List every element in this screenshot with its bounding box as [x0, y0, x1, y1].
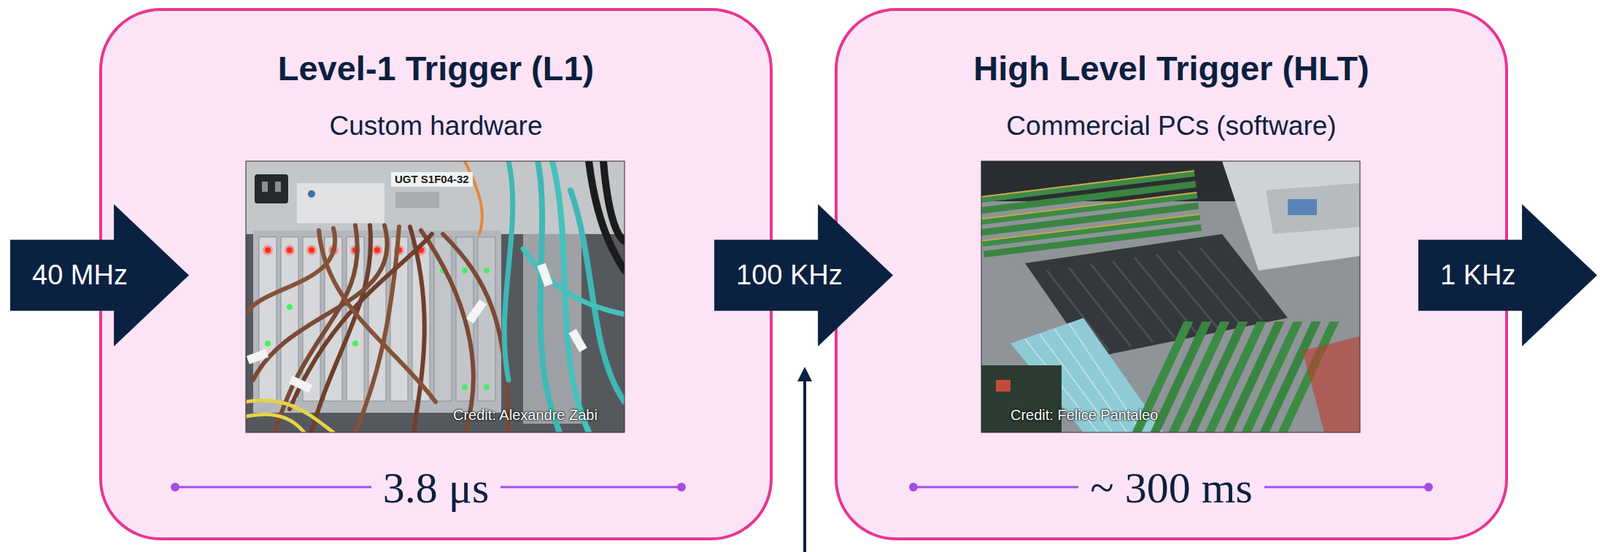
hardware-photo — [264, 340, 271, 347]
hardware-photo — [504, 161, 513, 381]
box-fill — [100, 9, 772, 540]
hardware-photo — [296, 183, 385, 224]
rate-arrow: 100 KHz — [714, 204, 894, 347]
server-photo — [981, 169, 1195, 199]
server-photo — [1090, 264, 1153, 343]
sticker-text: UGT S1F04-32 — [391, 172, 473, 187]
hardware-photo — [245, 161, 625, 433]
hardware-photo — [275, 225, 358, 433]
hardware-photo — [374, 247, 381, 254]
box-fill — [836, 9, 1507, 540]
hardware-photo — [245, 161, 625, 433]
rate-arrow: 40 MHz — [10, 204, 189, 347]
hardware-photo — [483, 267, 490, 274]
hardware-photo — [288, 375, 313, 394]
hardware-photo — [246, 349, 269, 365]
hardware-photo — [286, 304, 293, 311]
hardware-photo — [477, 237, 496, 402]
latency-bar — [170, 482, 180, 492]
server-photo — [995, 380, 1011, 392]
hardware-photo — [311, 225, 371, 433]
hardware-photo — [355, 226, 400, 433]
rate-label: 1 KHz — [1440, 259, 1516, 293]
hardware-photo — [245, 400, 334, 433]
hardware-photo — [245, 161, 625, 433]
rate-label: 40 MHz — [32, 259, 128, 293]
hardware-photo — [245, 161, 625, 235]
hardware-photo — [603, 161, 625, 242]
hardware-photo — [537, 161, 560, 433]
latency-bar — [1424, 482, 1433, 492]
trigger-stage-box: High Level Trigger (HLT) Commercial PCs (… — [834, 8, 1509, 541]
hardware-photo — [395, 191, 440, 208]
photo-credit: Credit: Felice Pantaleo — [1010, 406, 1158, 424]
pointer-arrow — [797, 366, 813, 552]
server-photo — [1129, 321, 1340, 433]
server-photo — [1178, 250, 1241, 325]
hardware-photo — [461, 267, 468, 274]
box-title: Level-1 Trigger (L1) — [277, 48, 595, 90]
hardware-photo — [308, 247, 315, 254]
latency-bar — [677, 482, 686, 492]
server-photo — [1112, 261, 1175, 338]
hardware-photo — [261, 181, 268, 192]
hardware-photo — [536, 263, 554, 287]
hardware-photo — [410, 226, 425, 433]
trigger-stage-box: Level-1 Trigger (L1) Custom hardware 3.8 μ… — [99, 8, 773, 541]
hardware-photo — [352, 340, 359, 347]
hardware-photo — [262, 245, 273, 256]
server-photo — [1265, 183, 1360, 235]
pointer-arrow — [803, 377, 807, 552]
server-photo — [1302, 336, 1360, 433]
hardware-photo — [442, 234, 509, 433]
server-photo — [981, 161, 1360, 433]
hardware-photo — [245, 414, 305, 433]
hardware-photo — [245, 161, 625, 433]
rate-label: 100 KHz — [736, 259, 843, 293]
hardware-photo — [275, 181, 281, 192]
server-photo — [1287, 199, 1317, 216]
box-title: High Level Trigger (HLT) — [973, 48, 1369, 90]
hardware-photo — [588, 161, 625, 271]
box-subtitle: Custom hardware — [329, 110, 543, 143]
server-photo — [1222, 161, 1360, 271]
hardware-photo — [568, 329, 587, 353]
hardware-photo — [259, 237, 277, 402]
hardware-photo — [306, 245, 317, 256]
hardware-photo — [466, 299, 487, 324]
latency-text: 3.8 μs — [371, 466, 502, 510]
hardware-photo — [372, 245, 383, 256]
server-photo — [982, 213, 1200, 243]
hardware-photo — [483, 384, 490, 391]
hardware-photo — [318, 230, 436, 403]
server-photo — [981, 161, 1360, 433]
latency-text: ~ 300 ms — [1078, 466, 1264, 510]
rate-arrow: 1 KHz — [1418, 204, 1598, 347]
hardware-photo — [461, 384, 468, 391]
arrow-shape — [714, 204, 894, 347]
server-photo — [976, 161, 1360, 439]
hardware-photo — [286, 247, 293, 254]
server-photo — [981, 191, 1197, 221]
box-subtitle: Commercial PCs (software) — [1006, 110, 1336, 143]
arrow-shape — [1418, 204, 1598, 347]
photo-credit: Credit: Alexandre Zabi — [453, 406, 598, 424]
server-photo — [1200, 248, 1263, 321]
latency-bar — [909, 482, 918, 492]
hardware-photo — [523, 248, 625, 315]
hardware-photo — [254, 174, 289, 204]
pointer-arrow — [797, 366, 813, 382]
hardware-photo — [245, 161, 625, 433]
hardware-photo — [264, 247, 271, 254]
hardware-photo — [284, 245, 295, 256]
hardware-photo — [307, 190, 316, 198]
server-photo — [1156, 254, 1219, 330]
